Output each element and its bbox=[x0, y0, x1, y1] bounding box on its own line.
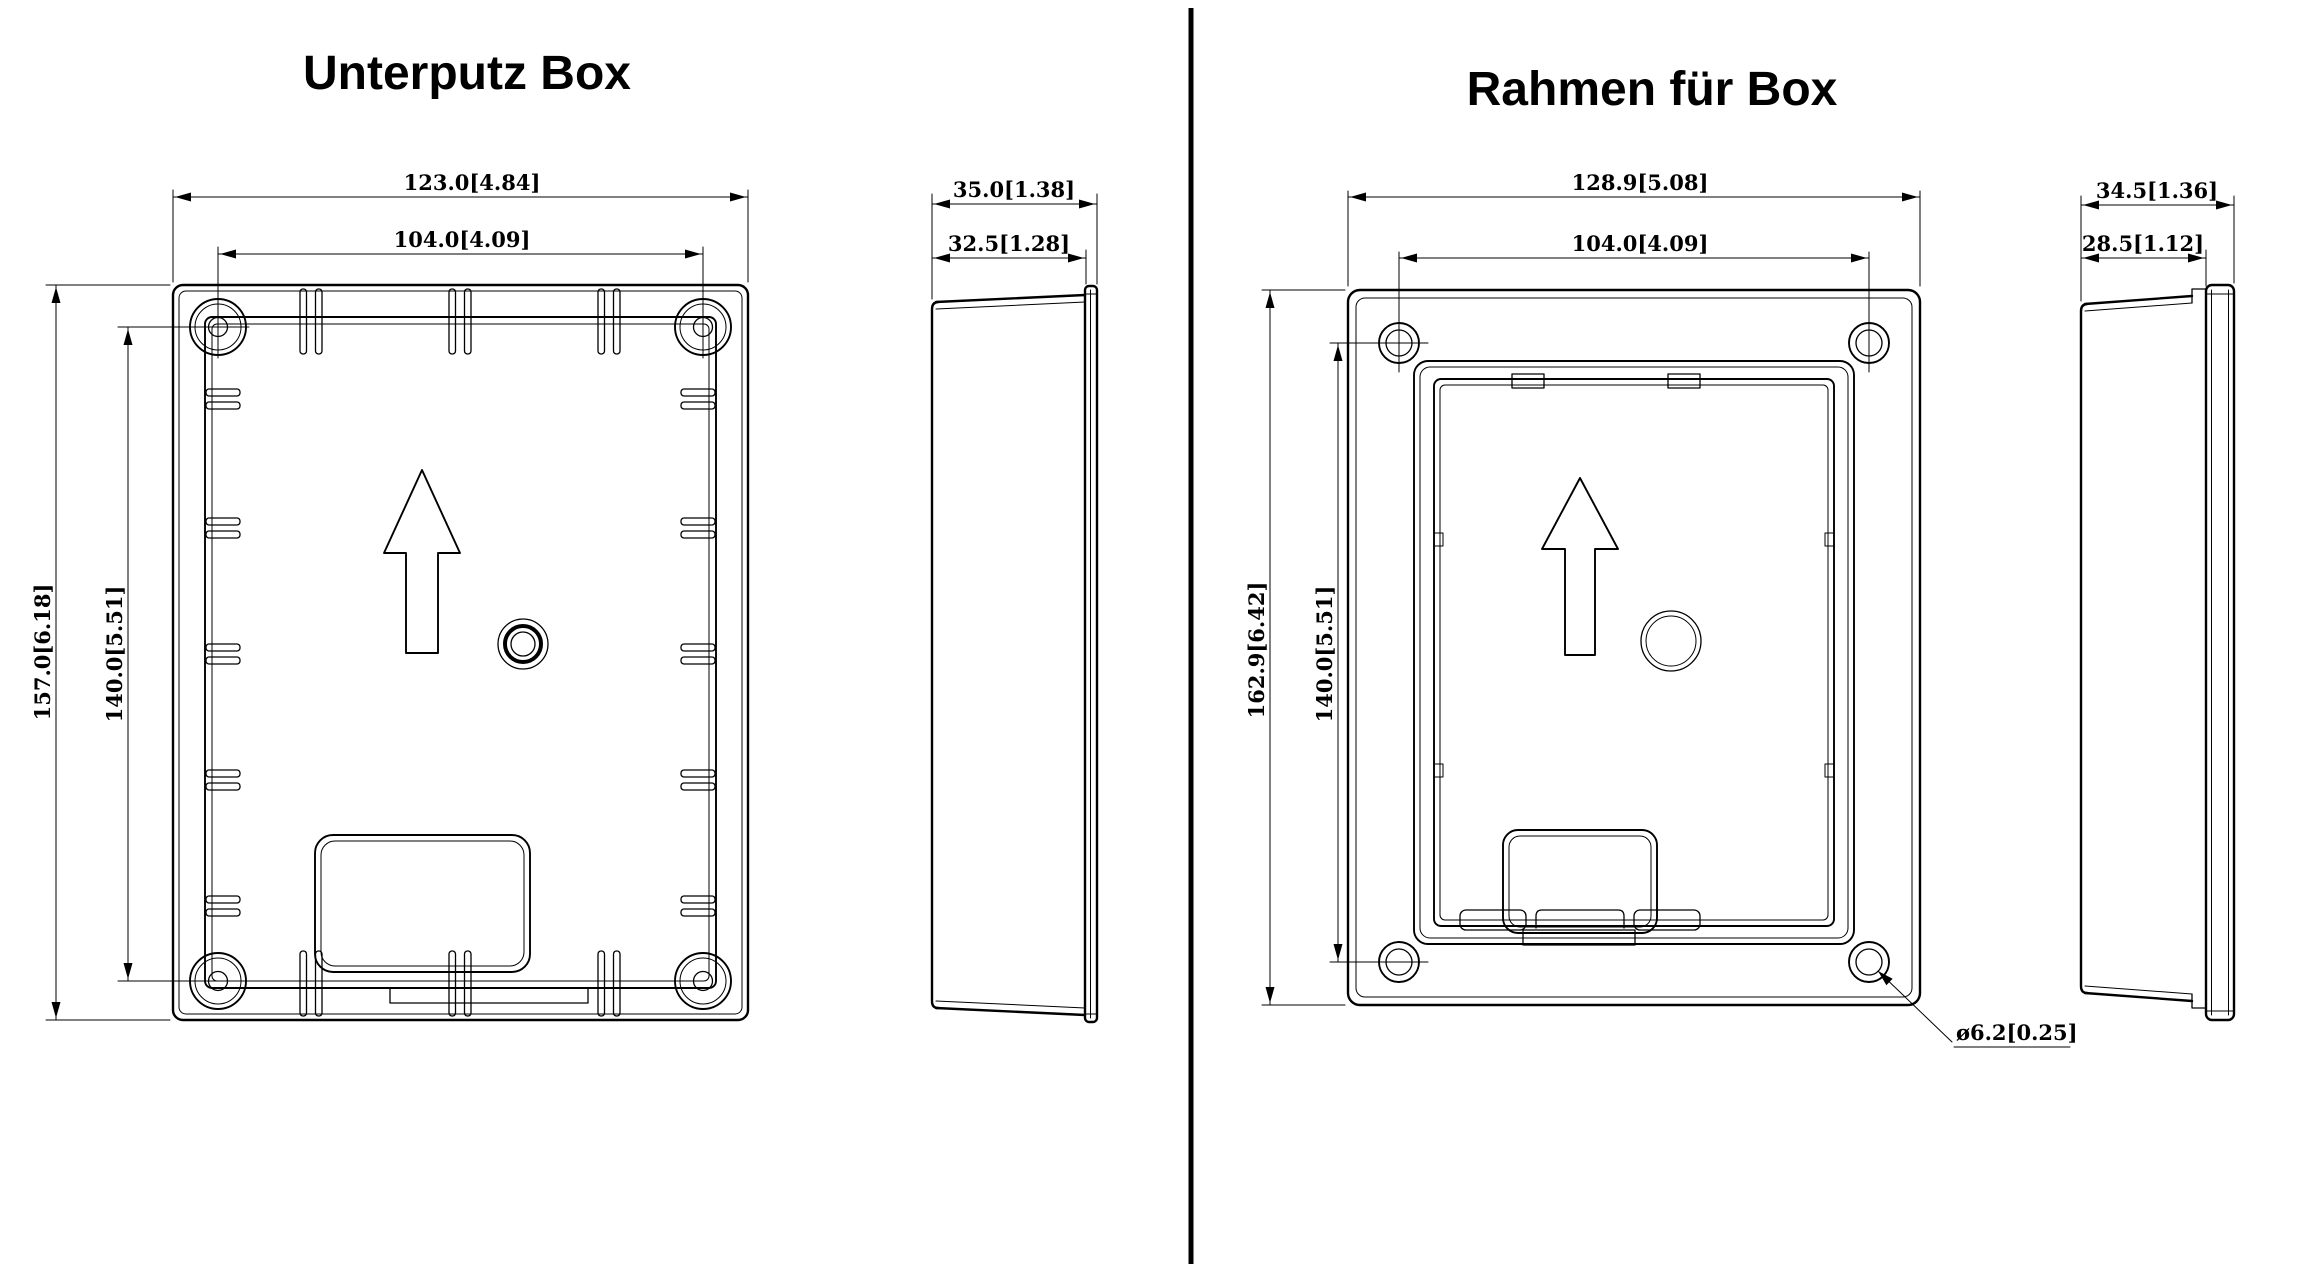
side-notch bbox=[1433, 763, 1444, 778]
dim-arrowhead bbox=[220, 249, 236, 259]
right-side-view: 34.5[1.36] 28.5[1.12] bbox=[2079, 178, 2236, 1022]
left-drawing: Unterputz Box bbox=[30, 47, 1099, 1024]
knockout-opening bbox=[1502, 829, 1658, 934]
up-arrow-icon bbox=[1541, 477, 1619, 656]
box-outer-outline bbox=[171, 283, 750, 1022]
dim-label: 123.0[4.84] bbox=[404, 170, 541, 195]
front-panel-profile bbox=[2204, 283, 2236, 1022]
housing-left-edge bbox=[2079, 302, 2089, 995]
dim-depth-outer: 35.0[1.38] bbox=[931, 177, 1098, 300]
dim-label: 104.0[4.09] bbox=[394, 227, 531, 252]
dim-arrowhead bbox=[1902, 192, 1918, 202]
dim-label: 28.5[1.12] bbox=[2082, 231, 2204, 256]
left-front-view: 123.0[4.84] 104.0[4.09] 157.0[6.18] bbox=[30, 170, 750, 1022]
dim-arrowhead bbox=[1068, 253, 1084, 263]
front-flange-profile bbox=[1083, 284, 1099, 1024]
cable-hole bbox=[497, 618, 549, 670]
up-arrow-icon bbox=[383, 469, 461, 654]
housing-top-edge bbox=[2083, 294, 2194, 306]
dim-height-holes: 140.0[5.51] bbox=[102, 326, 250, 982]
dim-width-holes: 104.0[4.09] bbox=[1398, 231, 1870, 373]
side-notch bbox=[1824, 532, 1835, 547]
dim-arrowhead bbox=[730, 192, 746, 202]
screw-hole-bottom-right bbox=[1848, 941, 1890, 983]
screw-boss-bottom-right bbox=[674, 952, 732, 1010]
dim-arrowhead bbox=[175, 192, 191, 202]
dim-arrowhead bbox=[2188, 253, 2204, 263]
housing-left-edge bbox=[930, 300, 940, 1010]
dim-arrowhead bbox=[123, 329, 133, 345]
module-opening bbox=[1433, 378, 1835, 927]
housing-bottom-edge bbox=[2083, 991, 2194, 1003]
dim-width-outer: 123.0[4.84] bbox=[172, 170, 749, 283]
dim-arrowhead bbox=[2216, 200, 2232, 210]
dim-arrowhead bbox=[2083, 200, 2099, 210]
dim-depth-outer: 34.5[1.36] bbox=[2080, 178, 2235, 302]
side-notch bbox=[1824, 763, 1835, 778]
frame-outer-outline bbox=[1346, 288, 1922, 1007]
latch-tab bbox=[1667, 373, 1701, 389]
dim-arrowhead bbox=[1350, 192, 1366, 202]
flange-step-top bbox=[2191, 288, 2207, 304]
cable-hole bbox=[1640, 610, 1702, 672]
dim-label: 140.0[5.51] bbox=[102, 586, 127, 723]
dim-arrowhead bbox=[1333, 944, 1343, 960]
dim-screw-hole-diameter: ø6.2[0.25] bbox=[1877, 970, 2078, 1048]
dim-arrowhead bbox=[123, 963, 133, 979]
dim-label: 34.5[1.36] bbox=[2096, 178, 2218, 203]
bottom-clip-slots bbox=[299, 950, 621, 1017]
leader-arrowhead bbox=[1878, 971, 1893, 986]
left-clip-slots bbox=[205, 388, 241, 917]
leader-line bbox=[1877, 970, 1953, 1043]
dim-arrowhead bbox=[51, 287, 61, 303]
box-wall-outline bbox=[204, 316, 717, 989]
bottom-latch-tabs bbox=[1459, 909, 1701, 946]
right-drawing: Rahmen für Box bbox=[1244, 63, 2236, 1048]
box-wall-inner-line bbox=[211, 323, 710, 982]
dim-arrowhead bbox=[1333, 345, 1343, 361]
dim-label: 162.9[6.42] bbox=[1244, 582, 1269, 719]
frame-outer-inner-line bbox=[1355, 297, 1913, 998]
dim-label: 104.0[4.09] bbox=[1572, 231, 1709, 256]
dim-label: 35.0[1.38] bbox=[953, 177, 1075, 202]
bottom-step bbox=[389, 987, 589, 1004]
dim-label: 140.0[5.51] bbox=[1312, 586, 1337, 723]
dim-arrowhead bbox=[1079, 199, 1095, 209]
dim-height-holes: 140.0[5.51] bbox=[1312, 342, 1429, 963]
inner-frame-outline bbox=[1413, 360, 1855, 945]
dim-width-outer: 128.9[5.08] bbox=[1347, 170, 1921, 287]
dim-arrowhead bbox=[1401, 253, 1417, 263]
dim-arrowhead bbox=[685, 249, 701, 259]
dim-height-outer: 162.9[6.42] bbox=[1244, 289, 1346, 1006]
dim-arrowhead bbox=[2083, 253, 2099, 263]
right-drawing-title: Rahmen für Box bbox=[1467, 63, 1838, 116]
dim-label: 32.5[1.28] bbox=[948, 231, 1070, 256]
latch-tab bbox=[1511, 373, 1545, 389]
left-drawing-title: Unterputz Box bbox=[303, 47, 631, 100]
dim-arrowhead bbox=[1265, 987, 1275, 1003]
dim-depth-flange: 32.5[1.28] bbox=[931, 231, 1087, 285]
dim-depth-housing: 28.5[1.12] bbox=[2080, 231, 2207, 287]
box-outer-inner-line bbox=[178, 290, 743, 1015]
left-side-view: 35.0[1.38] 32.5[1.28] bbox=[930, 177, 1099, 1024]
housing-bottom-edge bbox=[934, 1006, 1087, 1017]
dim-arrowhead bbox=[51, 1002, 61, 1018]
right-front-view: 128.9[5.08] 104.0[4.09] 162.9[6.42] bbox=[1244, 170, 2078, 1048]
dim-arrowhead bbox=[1851, 253, 1867, 263]
knockout-opening bbox=[314, 834, 531, 973]
side-notch bbox=[1433, 532, 1444, 547]
dim-height-outer: 157.0[6.18] bbox=[30, 284, 171, 1021]
dim-arrowhead bbox=[934, 253, 950, 263]
dim-label: 157.0[6.18] bbox=[30, 584, 55, 721]
dim-arrowhead bbox=[1265, 292, 1275, 308]
dim-width-holes: 104.0[4.09] bbox=[217, 227, 704, 359]
right-clip-slots bbox=[680, 388, 716, 917]
housing-top-edge bbox=[934, 293, 1087, 304]
dim-label: 128.9[5.08] bbox=[1572, 170, 1709, 195]
top-clip-slots bbox=[299, 288, 621, 355]
dim-arrowhead bbox=[934, 199, 950, 209]
dim-label: ø6.2[0.25] bbox=[1956, 1020, 2078, 1045]
flange-step-bottom bbox=[2191, 993, 2207, 1009]
